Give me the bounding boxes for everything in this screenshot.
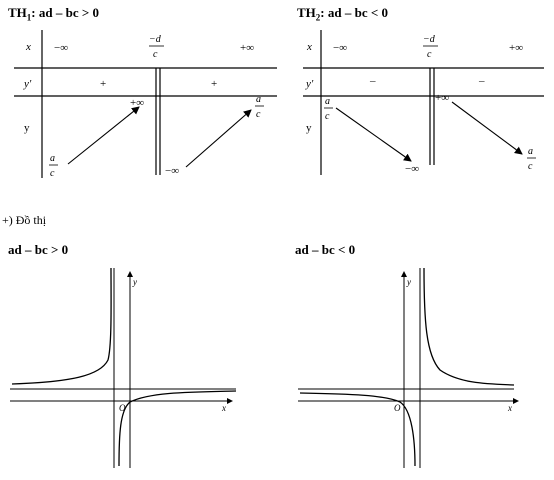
variation-table-1: x y' y −∞ −d c +∞ + + a c +∞ −∞ a c — [14, 30, 277, 179]
table1-x-left: −∞ — [54, 42, 68, 54]
table2-x-left: −∞ — [333, 42, 347, 54]
table1-sign-right: + — [211, 78, 217, 90]
table2-x-mid-num: −d — [423, 34, 436, 45]
case2-title: TH2: ad – bc < 0 — [297, 5, 388, 23]
table2-x-mid-fraction: −d c — [423, 34, 438, 60]
graph2-right-branch — [423, 267, 515, 386]
table1-end-num: a — [256, 94, 261, 105]
case2-title-prefix: TH — [297, 5, 316, 20]
graph2-y-axis-label: y — [406, 277, 411, 287]
graph2-x-axis-label: x — [507, 403, 512, 413]
table1-x-mid-fraction: −d c — [149, 34, 164, 60]
table2-top-right-value: +∞ — [435, 92, 449, 104]
case2-title-suffix: : ad – bc < 0 — [320, 5, 389, 20]
graph1-y-axis-label: y — [132, 277, 137, 287]
table1-x-mid-num: −d — [149, 34, 162, 45]
table2-end-den: c — [528, 161, 533, 172]
variation-table-2: x y' y −∞ −d c +∞ – – a c −∞ +∞ a c — [303, 30, 544, 175]
table2-yprime-label: y' — [305, 78, 314, 90]
table2-end-fraction: a c — [527, 146, 536, 172]
table1-x-mid-den: c — [153, 49, 158, 60]
table1-increase-arrow-left — [67, 106, 140, 165]
case1-title-sub: 1 — [26, 12, 32, 23]
table1-start-num: a — [50, 153, 55, 164]
table1-x-right: +∞ — [240, 42, 254, 54]
table1-bottom-right-value: −∞ — [165, 165, 179, 177]
graph2-left-branch — [299, 392, 416, 467]
case2-title-sub: 2 — [315, 12, 321, 23]
table2-start-den: c — [325, 111, 330, 122]
table2-decrease-arrow-left — [335, 107, 412, 162]
table2-x-mid-den: c — [427, 49, 432, 60]
table1-y-label: y — [24, 122, 30, 134]
table2-end-num: a — [528, 146, 533, 157]
table2-sign-right: – — [478, 75, 485, 87]
table1-start-fraction: a c — [49, 153, 58, 179]
table1-start-den: c — [50, 168, 55, 179]
graph-1: y x O — [10, 267, 237, 468]
table2-bottom-left-value: −∞ — [405, 163, 419, 175]
table1-end-fraction: a c — [255, 94, 264, 120]
graph1-left-branch — [11, 267, 112, 385]
graph1-title: ad – bc > 0 — [8, 242, 69, 257]
case1-title-prefix: TH — [8, 5, 27, 20]
table1-yprime-label: y' — [23, 78, 32, 90]
graph1-right-branch — [118, 390, 237, 467]
table2-sign-left: – — [369, 75, 376, 87]
graph-2: y x O — [298, 267, 519, 468]
table2-decrease-arrow-right — [451, 101, 523, 155]
table1-top-left-value: +∞ — [130, 97, 144, 109]
table1-sign-left: + — [100, 78, 106, 90]
table1-end-den: c — [256, 109, 261, 120]
graph1-origin-label: O — [119, 403, 126, 413]
table2-x-right: +∞ — [509, 42, 523, 54]
graph1-x-axis-label: x — [221, 403, 226, 413]
graph2-origin-label: O — [394, 403, 401, 413]
table2-start-num: a — [325, 96, 330, 107]
table1-increase-arrow-right — [185, 109, 252, 168]
graph2-title: ad – bc < 0 — [295, 242, 356, 257]
table2-y-label: y — [306, 122, 312, 134]
case1-title-suffix: : ad – bc > 0 — [31, 5, 100, 20]
table1-x-label: x — [25, 41, 31, 53]
table2-x-label: x — [306, 41, 312, 53]
table2-start-fraction: a c — [324, 96, 333, 122]
graph-section-label: +) Đồ thị — [2, 213, 47, 227]
case1-title: TH1: ad – bc > 0 — [8, 5, 99, 23]
